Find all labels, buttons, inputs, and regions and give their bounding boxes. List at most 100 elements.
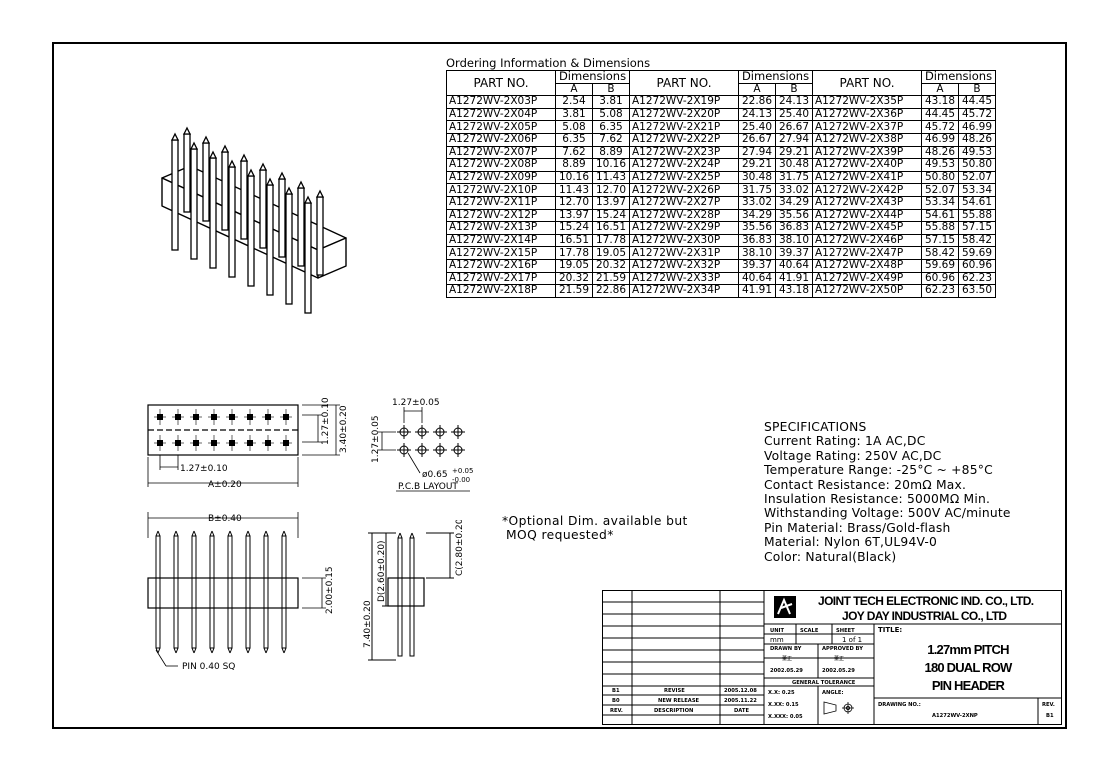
col-a-header: A [921, 82, 959, 97]
part-number-cell: A1272WV-2X38P [812, 132, 922, 147]
approved-by-label: APPROVED BY [822, 646, 863, 652]
dim-hole-tol-plus: +0.05 [452, 467, 473, 475]
pin-header-3d-illustration [161, 126, 347, 314]
dim-h200: 2.00±0.15 [325, 566, 335, 614]
dim-b-cell: 10.16 [592, 158, 630, 172]
pcb-hole [397, 425, 411, 439]
dim-a-cell: 44.45 [921, 107, 959, 122]
part-number-cell: A1272WV-2X22P [629, 132, 739, 147]
dim-b-cell: 49.53 [958, 145, 996, 160]
part-number-cell: A1272WV-2X05P [446, 120, 556, 134]
dim-pitch-side: 1.27±0.05 [371, 415, 381, 463]
part-number-cell: A1272WV-2X12P [446, 208, 556, 223]
part-number-cell: A1272WV-2X39P [812, 145, 922, 160]
dim-b-cell: 11.43 [592, 170, 630, 185]
spec-line: Current Rating: 1A AC,DC [764, 434, 926, 449]
pin-top-view [262, 409, 274, 425]
dim-a-cell: 55.88 [921, 221, 959, 235]
side-view-drawing: 7.40±0.20 D(2.60±0.20) C(2.80±0.20) [363, 520, 465, 661]
scale-label: SCALE [800, 628, 819, 634]
drawing-no: A1272WV-2XNP [932, 713, 978, 719]
pin-top-view [226, 409, 238, 425]
spec-line: Insulation Resistance: 5000MΩ Min. [764, 492, 991, 507]
part-number-cell: A1272WV-2X09P [446, 170, 556, 185]
col-b-header: B [958, 82, 996, 97]
dim-a: A±0.20 [208, 480, 242, 490]
dim-b-cell: 15.24 [592, 208, 630, 223]
dim-a-cell: 11.43 [555, 183, 593, 197]
part-number-cell: A1272WV-2X11P [446, 195, 556, 210]
pin-top-view [262, 435, 274, 451]
dim-a-cell: 34.29 [738, 208, 776, 223]
drawn-date: 2002.05.29 [770, 668, 803, 674]
pin-3d [170, 132, 180, 251]
part-number-cell: A1272WV-2X44P [812, 208, 922, 223]
dim-b-cell: 13.97 [592, 195, 630, 210]
pin-top-view [208, 409, 220, 425]
dim-b-cell: 46.99 [958, 120, 996, 134]
dim-a-cell: 62.23 [921, 284, 959, 298]
dim-a-cell: 53.34 [921, 195, 959, 210]
pin-top-view [280, 435, 292, 451]
part-number-cell: A1272WV-2X27P [629, 195, 739, 210]
tolerance-1: X.X: 0.25 [768, 690, 795, 696]
pin-front-view [227, 530, 233, 654]
dim-b-cell: 54.61 [958, 195, 996, 210]
pcb-hole [433, 443, 447, 457]
dim-a-cell: 58.42 [921, 246, 959, 260]
dim-a-cell: 59.69 [921, 258, 959, 273]
company-name-1: JOINT TECH ELECTRONIC IND. CO., LTD. [818, 594, 1034, 608]
part-number-cell: A1272WV-2X14P [446, 233, 556, 248]
part-number-cell: A1272WV-2X13P [446, 221, 556, 235]
dim-a-cell: 20.32 [555, 271, 593, 286]
dim-b-cell: 44.45 [958, 95, 996, 109]
col-a-header: A [738, 82, 776, 97]
dim-h127: 1.27±0.10 [321, 397, 331, 445]
dimensions-header: Dimensions [921, 70, 996, 84]
dim-b-cell: 21.59 [592, 271, 630, 286]
part-number-cell: A1272WV-2X28P [629, 208, 739, 223]
dim-b-cell: 45.72 [958, 107, 996, 122]
part-number-cell: A1272WV-2X07P [446, 145, 556, 160]
pin-sq-label: PIN 0.40 SQ [182, 662, 235, 672]
part-number-cell: A1272WV-2X48P [812, 258, 922, 273]
pin-front-view [155, 530, 161, 654]
spec-line: Color: Natural(Black) [764, 549, 897, 564]
part-number-cell: A1272WV-2X32P [629, 258, 739, 273]
dim-hole: ø0.65 [422, 470, 448, 480]
dim-b: B±0.40 [208, 514, 242, 524]
tolerance-3: X.XXX: 0.05 [768, 714, 803, 720]
part-number-cell: A1272WV-2X42P [812, 183, 922, 197]
pin-3d [265, 177, 275, 296]
dim-a-cell: 57.15 [921, 233, 959, 248]
pin-3d [182, 126, 192, 213]
dim-a-cell: 33.02 [738, 195, 776, 210]
rev-value: B1 [1046, 713, 1054, 719]
dim-b-cell: 40.64 [775, 258, 813, 273]
part-number-cell: A1272WV-2X19P [629, 95, 739, 109]
part-number-cell: A1272WV-2X03P [446, 95, 556, 109]
spec-heading: SPECIFICATIONS [764, 420, 867, 434]
dim-b-cell: 20.32 [592, 258, 630, 273]
part-number-cell: A1272WV-2X16P [446, 258, 556, 273]
dim-b-cell: 53.34 [958, 183, 996, 197]
front-view-drawing: B±0.40 2.00±0.15 PIN 0.40 SQ [147, 512, 335, 672]
note-line-1: *Optional Dim. available but [502, 514, 688, 528]
part-number-cell: A1272WV-2X40P [812, 158, 922, 172]
dim-a-cell: 43.18 [921, 95, 959, 109]
dim-a-cell: 2.54 [555, 95, 593, 109]
tolerance-2: X.XX: 0.15 [768, 702, 799, 708]
pin-3d [315, 189, 325, 276]
dim-a-cell: 50.80 [921, 170, 959, 185]
projection-symbol-icon [823, 701, 854, 715]
rev-row-1: B1 [612, 688, 620, 694]
dim-b-cell: 22.86 [592, 284, 630, 298]
part-number-cell: A1272WV-2X43P [812, 195, 922, 210]
part-number-cell: A1272WV-2X25P [629, 170, 739, 185]
part-number-cell: A1272WV-2X23P [629, 145, 739, 160]
